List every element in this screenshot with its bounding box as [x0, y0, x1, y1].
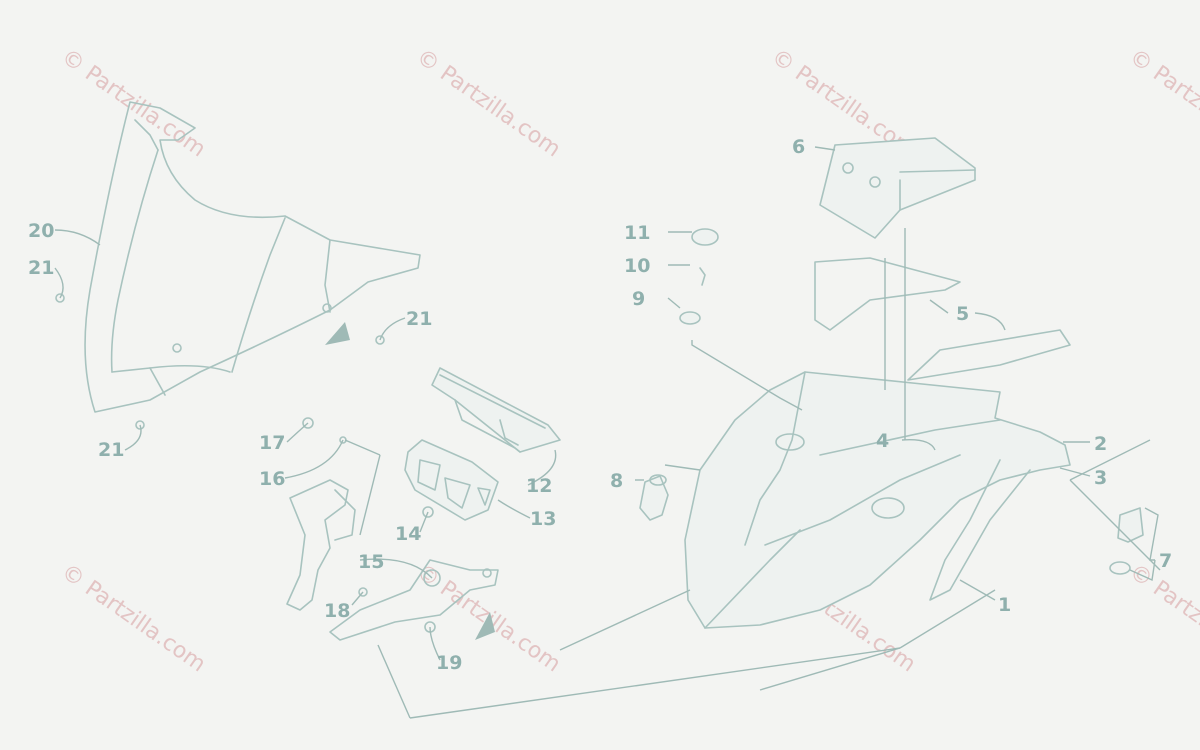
callout-4: 4 — [876, 430, 889, 452]
bolt-17 — [302, 417, 314, 429]
washer-9 — [679, 311, 701, 325]
grommet-part-8 — [639, 474, 669, 521]
side-panel-part — [814, 257, 1071, 381]
callout-11: 11 — [624, 222, 650, 244]
callout-1: 1 — [998, 594, 1011, 616]
watermark: © Partzilla.com — [1125, 559, 1200, 677]
instrument-cluster-part — [431, 367, 561, 453]
callout-14: 14 — [395, 523, 421, 545]
upper-cover-part — [819, 137, 976, 239]
callout-9: 9 — [632, 288, 645, 310]
callout-13: 13 — [530, 508, 556, 530]
screw-21a — [55, 293, 65, 303]
callout-3: 3 — [1094, 467, 1107, 489]
cluster-bracket-part — [404, 439, 499, 521]
callout-17: 17 — [259, 432, 285, 454]
fasteners — [55, 293, 436, 633]
windscreen-part — [84, 101, 421, 413]
watermark: © Partzilla.com — [1125, 44, 1200, 162]
callout-labels: 1 2 3 4 5 6 7 8 9 10 11 12 13 14 15 16 1… — [28, 136, 1172, 674]
callout-15: 15 — [358, 551, 384, 573]
callout-19: 19 — [436, 652, 462, 674]
watermark: © Partzilla.com — [57, 559, 210, 677]
callout-16: 16 — [259, 468, 285, 490]
arrow-marker — [475, 612, 495, 640]
cap-assembly — [679, 228, 719, 325]
callout-10: 10 — [624, 255, 650, 277]
watermark: © Partzilla.com — [412, 44, 565, 162]
callout-7: 7 — [1159, 550, 1172, 572]
screw-18 — [358, 587, 368, 597]
callout-2: 2 — [1094, 433, 1107, 455]
callout-21a: 21 — [28, 257, 54, 279]
front-stay-part — [286, 479, 499, 641]
bolt-10 — [699, 267, 706, 286]
screw-21b — [375, 335, 385, 345]
cap-11 — [691, 228, 719, 246]
arrow-marker — [325, 322, 350, 345]
main-fairing-part — [684, 371, 1071, 629]
screw-21c — [135, 420, 145, 430]
callout-20: 20 — [28, 220, 54, 242]
watermarks: © Partzilla.com © Partzilla.com © Partzi… — [57, 44, 1200, 677]
callout-8: 8 — [610, 470, 623, 492]
callout-6: 6 — [792, 136, 805, 158]
callout-21c: 21 — [98, 439, 124, 461]
callout-12: 12 — [526, 475, 552, 497]
leader-lines — [54, 146, 1161, 719]
callout-5: 5 — [956, 303, 969, 325]
direction-arrows — [325, 322, 495, 640]
callout-21b: 21 — [406, 308, 432, 330]
callout-18: 18 — [324, 600, 350, 622]
screw-14 — [422, 506, 434, 518]
